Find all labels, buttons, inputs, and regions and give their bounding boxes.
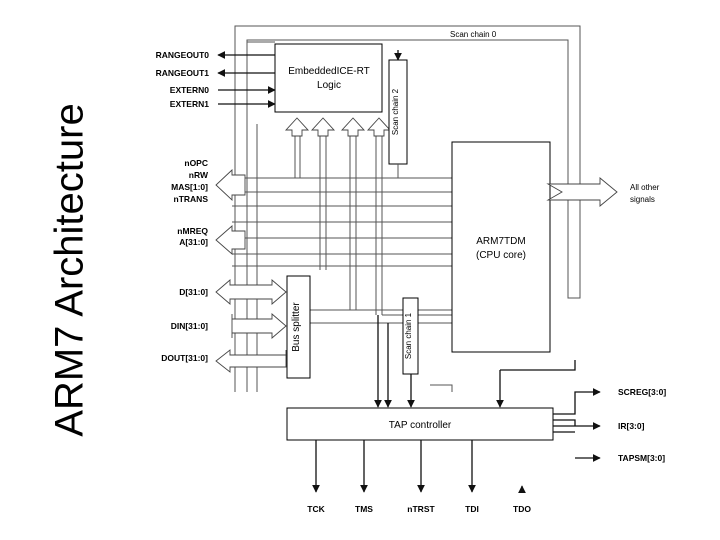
- din-bus-arrow: [231, 313, 287, 339]
- nmreq-label: nMREQ: [177, 226, 208, 236]
- ir-label: IR[3:0]: [618, 421, 645, 431]
- mas-label: MAS[1:0]: [171, 182, 208, 192]
- dout-bus-arrow: [215, 349, 287, 373]
- all-other-label-line2: signals: [630, 195, 655, 204]
- dout-bus-label: DOUT[31:0]: [161, 353, 208, 363]
- core-label-line1: ARM7TDM: [476, 236, 525, 247]
- memory-bus-arrow: [215, 225, 246, 255]
- bus-splitter-label: Bus splitter: [291, 302, 302, 352]
- tap-controller-block: [286, 407, 554, 441]
- nopc-label: nOPC: [184, 158, 208, 168]
- arm7tdm-core-block: [451, 141, 551, 353]
- address-label: A[31:0]: [179, 237, 208, 247]
- extern0-label: EXTERN0: [170, 85, 209, 95]
- extern1-label: EXTERN1: [170, 99, 209, 109]
- all-other-signals-arrow: [546, 177, 618, 207]
- ice-input-arrow-2: [310, 117, 336, 137]
- embeddedice-label-line2: Logic: [317, 80, 341, 91]
- core-label-line2: (CPU core): [476, 250, 526, 261]
- screg-label: SCREG[3:0]: [618, 387, 666, 397]
- bus-splitter-block: [286, 275, 311, 379]
- d-bus-bidir-arrow: [215, 279, 287, 305]
- tap-controller-label: TAP controller: [389, 420, 452, 431]
- embeddedice-label-line1: EmbeddedICE-RT: [288, 66, 370, 77]
- control-bus-arrow: [215, 168, 246, 202]
- all-other-label-line1: All other: [630, 183, 660, 192]
- scan-chain-2-label: Scan chain 2: [391, 88, 400, 135]
- tdi-label: TDI: [465, 504, 479, 514]
- ice-input-arrow-3: [340, 117, 366, 137]
- tdo-label: TDO: [513, 504, 531, 514]
- d-bus-label: D[31:0]: [179, 287, 208, 297]
- ntrans-label: nTRANS: [174, 194, 209, 204]
- tms-label: TMS: [355, 504, 373, 514]
- din-bus-label: DIN[31:0]: [171, 321, 208, 331]
- ice-input-arrow-1: [284, 117, 310, 137]
- nrw-label: nRW: [189, 170, 209, 180]
- tck-label: TCK: [307, 504, 325, 514]
- embeddedice-rt-block: [274, 43, 383, 113]
- scan-chain-1-label: Scan chain 1: [404, 312, 413, 359]
- rangeout0-label: RANGEOUT0: [156, 50, 210, 60]
- rangeout1-label: RANGEOUT1: [156, 68, 210, 78]
- tapsm-label: TAPSM[3:0]: [618, 453, 665, 463]
- scan-chain-0-label: Scan chain 0: [450, 30, 497, 39]
- ice-input-arrow-4: [366, 117, 392, 137]
- scan-chain-0-loop: [234, 25, 581, 299]
- ntrst-label: nTRST: [407, 504, 435, 514]
